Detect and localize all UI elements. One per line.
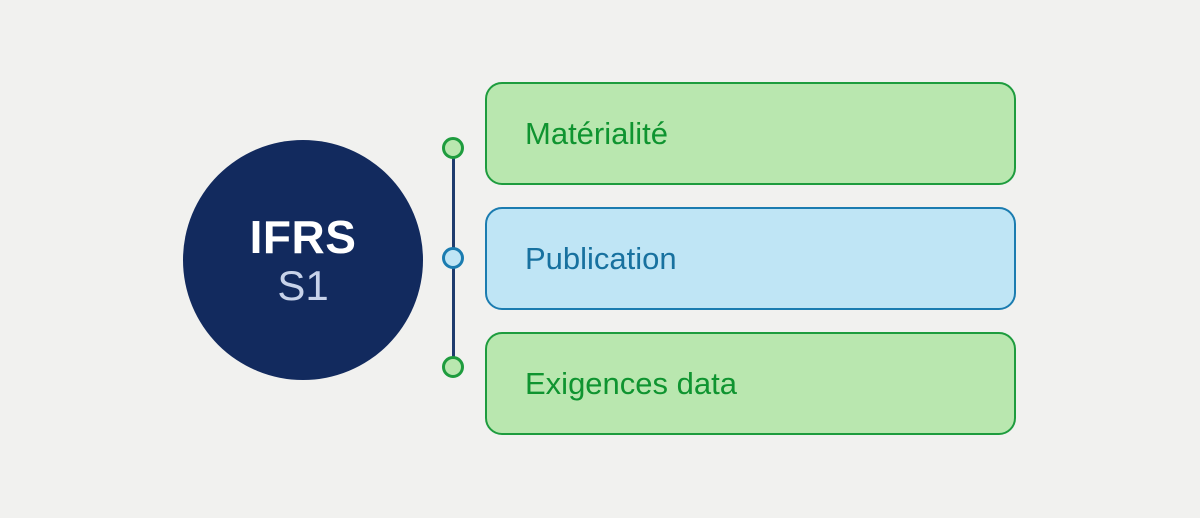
circle-subtitle: S1 — [277, 261, 329, 309]
item-box-materialite: Matérialité — [485, 82, 1016, 185]
item-box-publication: Publication — [485, 207, 1016, 310]
connector-node-exigences-data — [442, 356, 464, 378]
circle-title: IFRS — [249, 210, 357, 263]
item-box-exigences-data: Exigences data — [485, 332, 1016, 435]
connector-node-materialite — [442, 137, 464, 159]
item-label-publication: Publication — [525, 240, 677, 276]
connector-node-publication — [442, 247, 464, 269]
item-label-materialite: Matérialité — [525, 115, 668, 151]
item-label-exigences-data: Exigences data — [525, 365, 737, 401]
ifrs-s1-circle-node: IFRS S1 — [183, 140, 423, 380]
